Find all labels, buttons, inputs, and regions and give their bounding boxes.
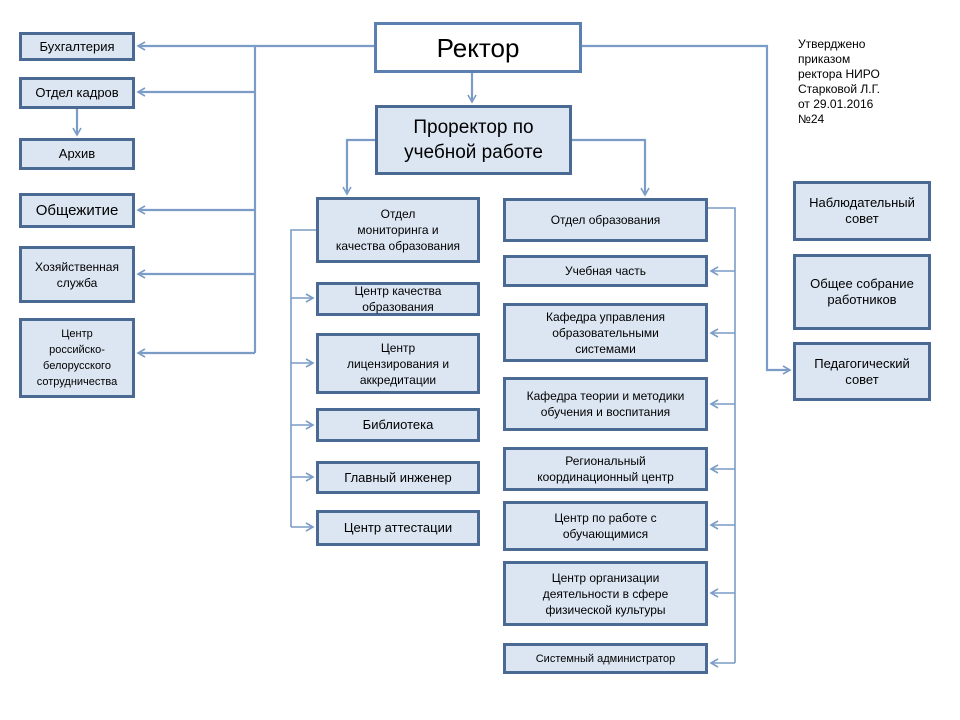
housekeeping-service-box[interactable]: Хозяйственная служба (19, 246, 135, 303)
monitoring-department-box[interactable]: Отдел мониторинга и качества образования (316, 197, 480, 263)
system-admin-box[interactable]: Системный администратор (503, 643, 708, 674)
hr-department-box[interactable]: Отдел кадров (19, 77, 135, 109)
approval-note: Утверджено приказом ректора НИРО Старков… (798, 37, 880, 126)
library-box[interactable]: Библиотека (316, 408, 480, 442)
dormitory-box[interactable]: Общежитие (19, 193, 135, 228)
attestation-center-box[interactable]: Центр аттестации (316, 510, 480, 546)
accounting-box[interactable]: Бухгалтерия (19, 32, 135, 61)
prorector-box[interactable]: Проректор по учебной работе (375, 105, 572, 175)
general-meeting-box[interactable]: Общее собрание работников (793, 254, 931, 330)
students-center-box[interactable]: Центр по работе с обучающимися (503, 501, 708, 551)
chair-management-box[interactable]: Кафедра управления образовательными сист… (503, 303, 708, 362)
chair-theory-box[interactable]: Кафедра теории и методики обучения и вос… (503, 377, 708, 431)
rector-box[interactable]: Ректор (374, 22, 582, 73)
education-department-box[interactable]: Отдел образования (503, 198, 708, 242)
chief-engineer-box[interactable]: Главный инженер (316, 461, 480, 494)
connector-rector-councils (582, 44, 792, 375)
connector-prorector-education (572, 138, 650, 197)
licensing-center-box[interactable]: Центр лицензирования и аккредитации (316, 333, 480, 394)
connector-monitoring-trunk (290, 229, 316, 527)
quality-center-box[interactable]: Центр качества образования (316, 282, 480, 316)
physical-culture-center-box[interactable]: Центр организации деятельности в сфере ф… (503, 561, 708, 626)
cooperation-center-box[interactable]: Центр российско- белорусского сотрудниче… (19, 318, 135, 398)
archive-box[interactable]: Архив (19, 138, 135, 170)
connector-education-trunk (708, 207, 736, 663)
academic-unit-box[interactable]: Учебная часть (503, 255, 708, 287)
supervisory-board-box[interactable]: Наблюдательный совет (793, 181, 931, 241)
regional-center-box[interactable]: Региональный координационный центр (503, 447, 708, 491)
pedagogical-council-box[interactable]: Педагогический совет (793, 342, 931, 401)
connector-prorector-monitoring (342, 138, 375, 196)
